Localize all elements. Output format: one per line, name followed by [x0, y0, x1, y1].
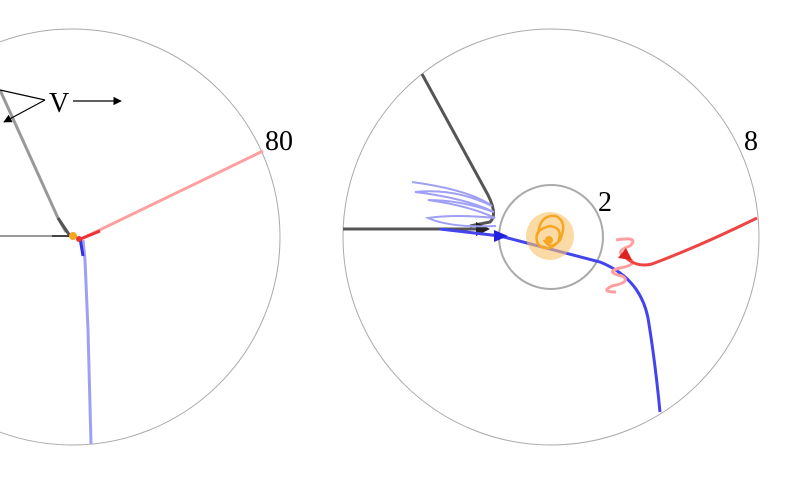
- left-radius-label: 80: [265, 126, 293, 157]
- right-center-glow: [526, 212, 574, 260]
- right-red-squiggle: [605, 237, 635, 294]
- right-outer-radius-label: 8: [744, 126, 758, 157]
- left-outer-circle: [0, 28, 281, 446]
- right-blue-trajectory: [439, 227, 662, 413]
- right-blue-loops: [411, 181, 497, 228]
- left-panel: V 80: [0, 28, 293, 446]
- right-panel: 8 2: [342, 28, 760, 446]
- left-center-object: [69, 232, 77, 240]
- right-inner-radius-label: 2: [598, 187, 612, 218]
- right-outer-circle: [342, 28, 760, 446]
- velocity-arrow-down-left: [3, 99, 46, 123]
- velocity-arrow-up-left: [0, 89, 46, 101]
- left-center-marker: [76, 236, 82, 242]
- left-blue-trajectory: [81, 239, 93, 445]
- left-black-trajectory-tail: [56, 217, 72, 237]
- right-red-arrowhead: [618, 248, 632, 260]
- velocity-label: V: [49, 88, 69, 119]
- right-center-object: [545, 236, 553, 244]
- right-blue-arrowhead: [494, 230, 508, 242]
- left-red-trajectory: [82, 149, 264, 240]
- right-red-trajectory: [622, 216, 758, 267]
- right-center-orbits: [535, 214, 565, 250]
